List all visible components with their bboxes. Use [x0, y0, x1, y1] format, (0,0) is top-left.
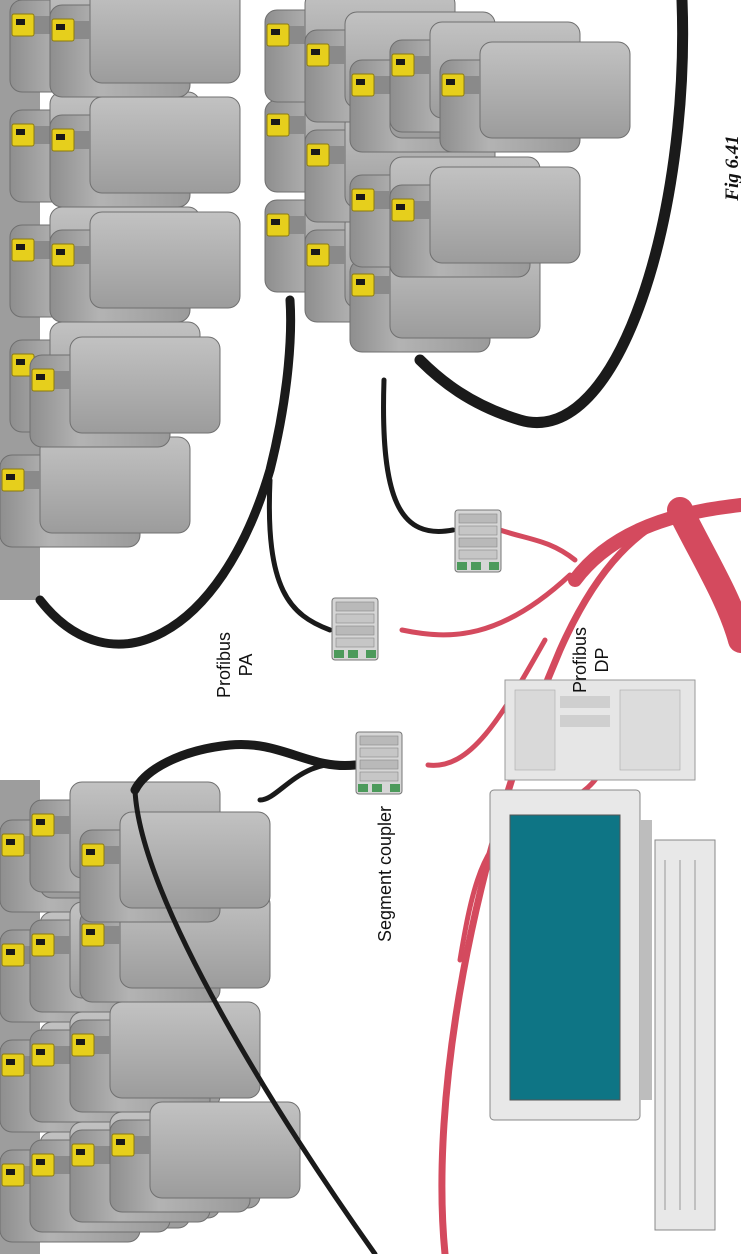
label-profibus-dp-line1: Profibus [570, 627, 590, 693]
segment-coupler-3 [356, 732, 402, 794]
segment-coupler-1 [455, 510, 501, 572]
figure-caption: Fig 6.41 [722, 135, 741, 201]
device-cluster-upper-right [265, 0, 630, 352]
control-computer [490, 680, 715, 1230]
device-cluster-lower [0, 780, 300, 1254]
segment-coupler-2 [332, 598, 378, 660]
monitor-screen [510, 815, 620, 1100]
label-profibus-dp-line2: DP [592, 647, 612, 672]
label-profibus-pa-line1: Profibus [214, 632, 234, 698]
device-cluster-upper-left [0, 0, 240, 600]
keyboard [655, 840, 715, 1230]
label-profibus-pa-line2: PA [236, 654, 256, 677]
label-segment-coupler: Segment coupler [375, 806, 395, 942]
